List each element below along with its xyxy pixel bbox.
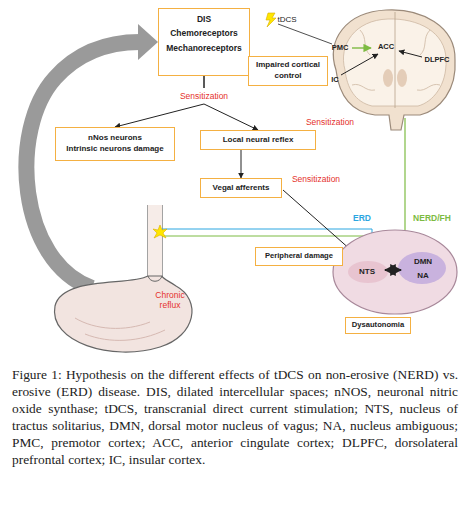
process-box: Vegal afferents — [200, 178, 282, 198]
box-text: Impaired cortical control — [252, 60, 324, 82]
box-text: Local neural reflex — [223, 135, 294, 146]
annotation-label: IC — [331, 76, 339, 85]
box-text: Vegal afferents — [213, 183, 270, 194]
dlpfc-acc-arrow — [399, 51, 422, 57]
annotation-label: Sensitization — [306, 118, 354, 128]
annotation-label: ACC — [378, 43, 394, 52]
flow-arrow — [115, 76, 204, 127]
annotation-label: ERD — [353, 214, 371, 224]
nts-dmn-arrow — [385, 269, 401, 271]
process-box: Local neural reflex — [200, 130, 316, 150]
damage-star — [153, 225, 167, 238]
brain — [333, 10, 455, 130]
brain-ventricle — [383, 69, 393, 87]
nts-region — [348, 261, 388, 283]
feedback-arrowhead — [138, 24, 158, 60]
annotation-label: NA — [417, 271, 429, 280]
feedback-arrow — [26, 42, 140, 288]
flow-arrow — [241, 150, 242, 178]
process-box: Impaired cortical control — [248, 56, 328, 86]
annotation-label: DMN — [414, 257, 432, 266]
figure-caption: Figure 1: Hypothesis on the different ef… — [12, 366, 458, 468]
brain-ventricle — [397, 69, 407, 87]
stomach — [54, 276, 192, 352]
ic-acc-arrow — [341, 54, 378, 75]
annotation-label: Chronic reflux — [150, 291, 190, 311]
box-text: Peripheral damage — [265, 251, 333, 261]
process-box: DIS ChemoreceptorsMechanoreceptors — [158, 8, 250, 76]
stomach-fold — [75, 318, 165, 340]
tdcs-bolt — [266, 13, 276, 27]
sphincter — [148, 276, 162, 281]
annotation-label: tDCS — [277, 15, 296, 24]
process-box: Dysautonomia — [345, 317, 411, 334]
box-text: DIS — [197, 14, 211, 25]
box-text: Mechanoreceptors — [166, 43, 242, 54]
process-box: nNos neuronsIntrinsic neurons damage — [55, 127, 175, 161]
tdcs-leader — [278, 24, 332, 44]
edge-label: Sensitization — [179, 91, 229, 101]
box-text: nNos neurons — [88, 133, 142, 144]
brain-midline — [395, 12, 396, 108]
box-text: Chemoreceptors — [170, 28, 238, 39]
process-box: Peripheral damage — [255, 247, 343, 266]
annotation-label: DLPFC — [425, 56, 450, 65]
annotation-label: PMC — [332, 44, 349, 53]
annotation-label: NTS — [359, 267, 375, 276]
esophagus — [148, 205, 162, 276]
dmn-region — [398, 252, 446, 284]
annotation-label: Sensitization — [292, 175, 340, 185]
box-text: Intrinsic neurons damage — [66, 144, 163, 155]
pmc-acc-arrow — [352, 47, 371, 48]
box-text: Dysautonomia — [352, 320, 404, 330]
brainstem — [333, 230, 457, 314]
annotation-label: NERD/FH — [413, 214, 451, 224]
